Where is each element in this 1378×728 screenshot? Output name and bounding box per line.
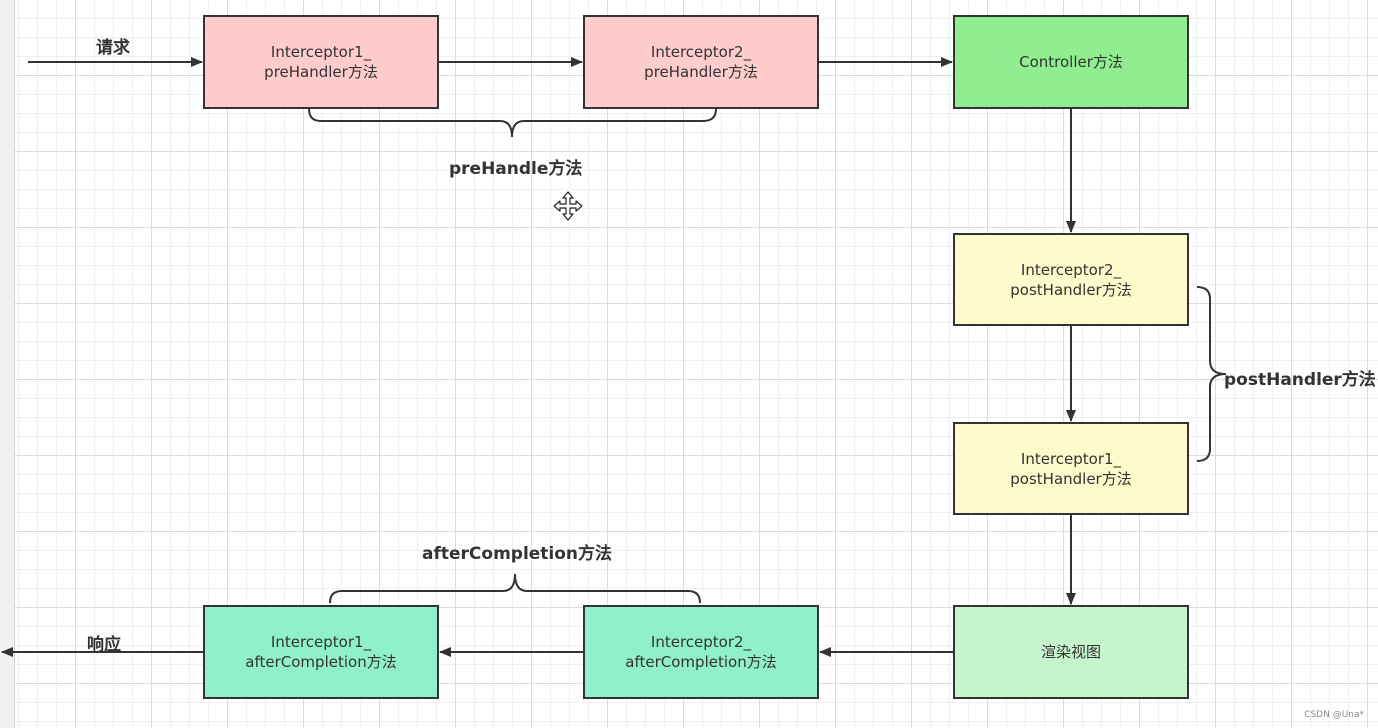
request-label: 请求 [96, 38, 130, 58]
node-line-1: Interceptor2_ [1020, 260, 1122, 279]
after-group-label: afterCompletion方法 [422, 544, 613, 564]
node-text: 渲染视图 [1040, 643, 1101, 661]
node-line-2: afterCompletion方法 [245, 653, 397, 671]
node-line-1: Interceptor2_ [650, 43, 752, 61]
response-label: 响应 [87, 635, 121, 655]
node-interceptor1-aftercompletion[interactable]: Interceptor1_ afterCompletion方法 [203, 605, 439, 699]
node-interceptor2-posthandler[interactable]: Interceptor2_ postHandler方法 [953, 233, 1189, 326]
pre-group-label: preHandle方法 [449, 159, 583, 179]
node-line-1: Interceptor1_ [1020, 449, 1122, 468]
node-interceptor1-prehandler[interactable]: Interceptor1_ preHandler方法 [203, 15, 439, 109]
move-cursor-icon [553, 191, 583, 221]
watermark: CSDN @Una* [1304, 710, 1364, 720]
node-controller[interactable]: Controller方法 [953, 15, 1189, 109]
node-text: Controller方法 [1019, 53, 1123, 71]
node-line-1: Interceptor2_ [650, 633, 752, 651]
canvas-left-edge [0, 0, 15, 728]
after-group-brace [329, 573, 701, 604]
pre-group-brace [308, 108, 717, 138]
post-group-label: postHandler方法 [1224, 370, 1376, 390]
node-line-2: postHandler方法 [1010, 469, 1132, 488]
node-line-1: Interceptor1_ [270, 43, 372, 61]
node-line-2: postHandler方法 [1010, 280, 1132, 299]
node-interceptor2-prehandler[interactable]: Interceptor2_ preHandler方法 [583, 15, 819, 109]
node-interceptor1-posthandler[interactable]: Interceptor1_ postHandler方法 [953, 422, 1189, 515]
node-line-2: preHandler方法 [264, 63, 378, 81]
node-line-2: preHandler方法 [644, 63, 758, 81]
node-line-2: afterCompletion方法 [625, 653, 777, 671]
node-render-view[interactable]: 渲染视图 [953, 605, 1189, 699]
node-line-1: Interceptor1_ [270, 633, 372, 651]
post-group-brace [1196, 286, 1227, 462]
node-interceptor2-aftercompletion[interactable]: Interceptor2_ afterCompletion方法 [583, 605, 819, 699]
